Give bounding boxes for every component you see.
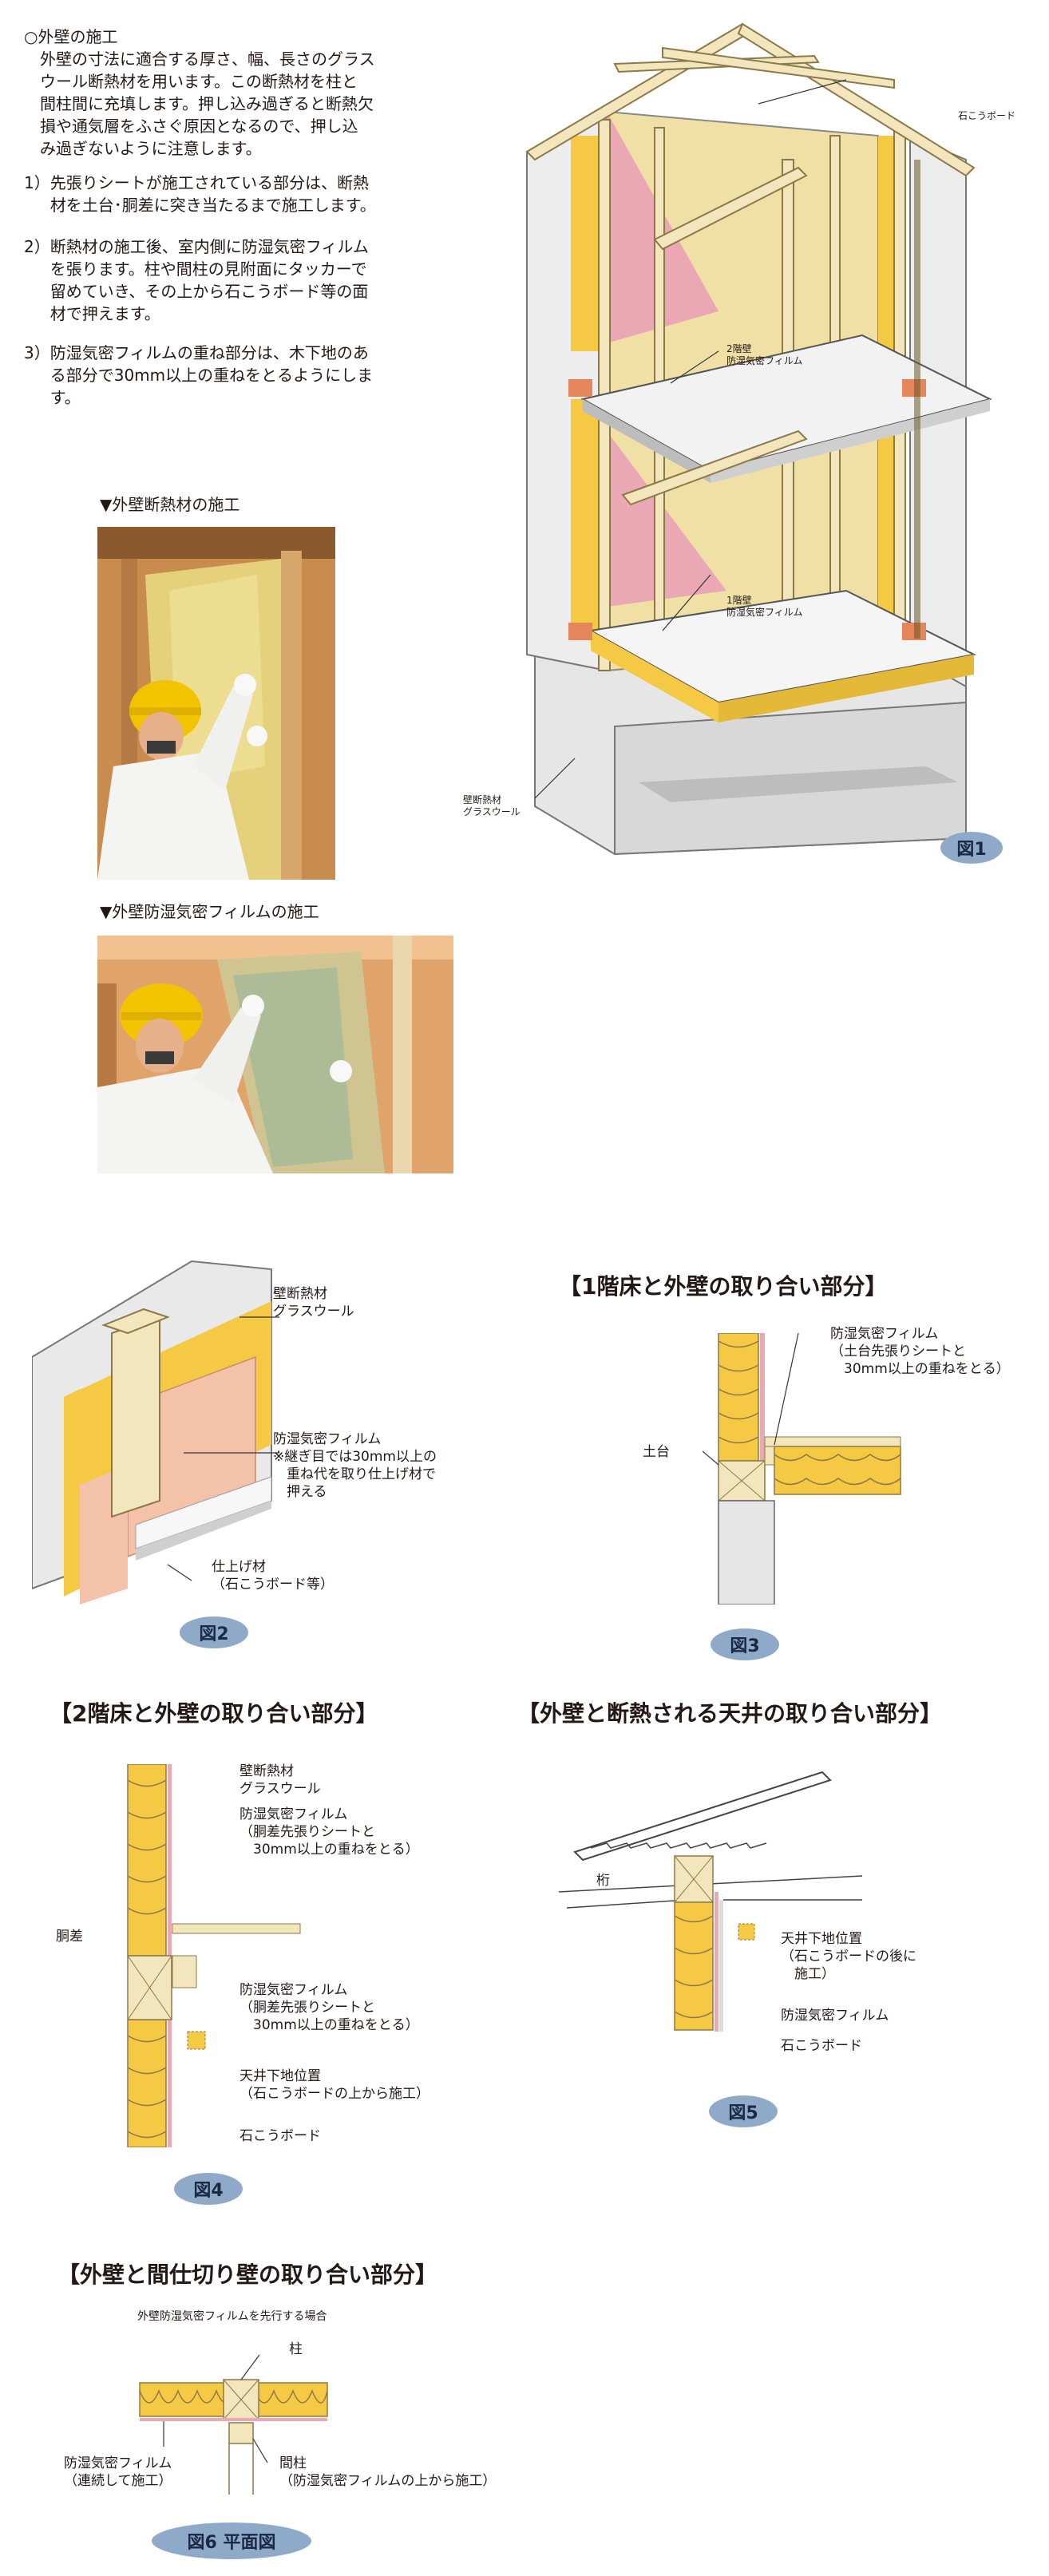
fig4-badge: 図4	[174, 2173, 243, 2205]
label-line: 防湿気密フィルム	[830, 1326, 939, 1342]
fig1-label-1f-film: 1階壁 防湿気密フィルム	[726, 595, 803, 619]
fig1-label-board: 石こうボード	[958, 110, 1016, 121]
fig6-subtitle: 外壁防湿気密フィルムを先行する場合	[137, 2310, 327, 2323]
figure-2-wall-detail	[32, 1260, 279, 1605]
intro-line: 間柱間に充填します。押し込み過ぎると断熱欠	[24, 94, 374, 113]
fig5-label-keta: 桁	[596, 1873, 610, 1889]
fig4-label-film-lower: 防湿気密フィルム （胴差先張りシートと 30mm以上の重ねをとる）	[239, 1981, 419, 2034]
fig6-label-post: 柱	[289, 2341, 303, 2357]
fig6-label-stud: 間柱 （防湿気密フィルムの上から施工）	[279, 2455, 496, 2490]
fig3-label-sill: 土台	[643, 1444, 670, 1460]
label-line: 間柱	[279, 2455, 307, 2471]
label-line: 防湿気密フィルム	[239, 1806, 348, 1822]
label-line: （連続して施工）	[64, 2473, 172, 2489]
fig5-label-board: 石こうボード	[781, 2038, 862, 2054]
label-line: 天井下地位置	[781, 1931, 862, 1947]
label-line: 壁断熱材	[239, 1763, 294, 1779]
fig3-label-film: 防湿気密フィルム （土台先張りシートと 30mm以上の重ねをとる）	[830, 1325, 1010, 1378]
item-line: 材を土台･胴差に突き当たるまで施工します。	[24, 196, 376, 215]
label-line: （石こうボード等）	[212, 1577, 334, 1593]
label-line: 30mm以上の重ねをとる）	[239, 2017, 419, 2033]
fig4-label-dosashi: 胴差	[56, 1929, 83, 1945]
fig6-label-film: 防湿気密フィルム （連続して施工）	[64, 2455, 172, 2490]
item-line: る部分で30mm以上の重ねをとるようにしま	[24, 366, 374, 385]
label-line: （土台先張りシートと	[830, 1343, 966, 1359]
label-line: 防湿気密フィルム	[726, 607, 803, 618]
fig4-label-insulation: 壁断熱材 グラスウール	[239, 1763, 321, 1798]
figure-3-floor-wall-junction	[703, 1333, 901, 1605]
item-line: を張ります。柱や間柱の見附面にタッカーで	[24, 259, 367, 279]
label-line: グラスウール	[239, 1781, 321, 1797]
figure-1-house-isometric	[525, 22, 992, 856]
label-line: （石こうボードの後に	[781, 1949, 916, 1965]
intro-line: 損や通気層をふさぐ原因となるので、押し込	[24, 117, 358, 136]
intro-line: み過ぎないように注意します。	[24, 139, 262, 158]
item-line: 留めていき、その上から石こうボード等の面	[24, 282, 369, 301]
label-line: 防湿気密フィルム	[726, 355, 803, 366]
label-line: 壁断熱材	[463, 794, 502, 805]
figure-6-plan-view	[139, 2354, 328, 2495]
label-line: 防湿気密フィルム	[239, 1982, 348, 1998]
fig6-badge: 図6 平面図	[152, 2523, 311, 2559]
fig4-title: 【2階床と外壁の取り合い部分】	[49, 1700, 378, 1727]
fig4-label-board: 石こうボード	[239, 2128, 321, 2144]
label-line: 施工）	[781, 1966, 835, 1982]
fig5-label-ceiling: 天井下地位置 （石こうボードの後に 施工）	[781, 1930, 916, 1983]
label-line: グラスウール	[273, 1304, 354, 1320]
fig2-label-insulation: 壁断熱材 グラスウール	[273, 1285, 354, 1320]
label-line: 30mm以上の重ねをとる）	[239, 1842, 419, 1858]
fig3-badge: 図3	[711, 1628, 779, 1660]
intro-item-1: 1）先張りシートが施工されている部分は、断熱 材を土台･胴差に突き当たるまで施工…	[24, 172, 376, 216]
fig2-label-film: 防湿気密フィルム ※継ぎ目では30mm以上の 重ね代を取り仕上げ材で 押える	[273, 1430, 437, 1501]
intro-line: 外壁の寸法に適合する厚さ、幅、長さのグラス	[24, 49, 375, 69]
fig4-label-ceiling: 天井下地位置 （石こうボードの上から施工）	[239, 2068, 429, 2103]
item-line: 1）先張りシートが施工されている部分は、断熱	[24, 173, 370, 192]
label-line: （石こうボードの上から施工）	[239, 2086, 429, 2102]
fig3-title: 【1階床と外壁の取り合い部分】	[559, 1273, 888, 1300]
label-line: （防湿気密フィルムの上から施工）	[279, 2473, 497, 2489]
label-line: 1階壁	[726, 595, 752, 606]
photo-insulation-install	[97, 527, 335, 880]
item-line: す。	[24, 388, 81, 407]
label-line: （胴差先張りシートと	[239, 1824, 375, 1840]
label-line: 天井下地位置	[239, 2068, 321, 2084]
label-line: 壁断熱材	[273, 1286, 327, 1302]
label-line: （胴差先張りシートと	[239, 2000, 375, 2016]
fig5-badge: 図5	[709, 2095, 778, 2127]
fig6-title: 【外壁と間仕切り壁の取り合い部分】	[57, 2261, 438, 2288]
item-line: 2）断熱材の施工後、室内側に防湿気密フィルム	[24, 237, 369, 256]
fig1-badge: 図1	[940, 832, 1003, 864]
label-line: 30mm以上の重ねをとる）	[830, 1361, 1010, 1377]
figure-4-second-floor-junction	[127, 1764, 301, 2147]
photo-1-caption: ▼外壁断熱材の施工	[100, 495, 240, 514]
item-line: 材で押えます。	[24, 304, 160, 323]
fig4-label-film-upper: 防湿気密フィルム （胴差先張りシートと 30mm以上の重ねをとる）	[239, 1806, 419, 1858]
fig2-label-finish: 仕上げ材 （石こうボード等）	[212, 1558, 334, 1593]
intro-item-3: 3）防湿気密フィルムの重ね部分は、木下地のあ る部分で30mm以上の重ねをとるよ…	[24, 342, 373, 409]
figure-5-ceiling-junction	[559, 1771, 862, 2032]
fig1-label-wall-insulation: 壁断熱材 グラスウール	[463, 794, 521, 818]
photo-film-install	[97, 936, 453, 1173]
label-line: 防湿気密フィルム	[273, 1431, 382, 1447]
label-line: グラスウール	[463, 806, 521, 817]
intro-item-2: 2）断熱材の施工後、室内側に防湿気密フィルム を張ります。柱や間柱の見附面にタッ…	[24, 235, 369, 325]
intro-paragraph: 外壁の寸法に適合する厚さ、幅、長さのグラス ウール断熱材を用います。この断熱材を…	[24, 48, 375, 160]
item-line: 3）防湿気密フィルムの重ね部分は、木下地のあ	[24, 343, 369, 362]
label-line: 仕上げ材	[212, 1559, 266, 1575]
label-line: ※継ぎ目では30mm以上の	[273, 1449, 437, 1465]
fig5-label-film: 防湿気密フィルム	[781, 2008, 889, 2024]
photo-2-caption: ▼外壁防湿気密フィルムの施工	[100, 902, 319, 921]
intro-line: ウール断熱材を用います。この断熱材を柱と	[24, 72, 358, 91]
label-line: 2階壁	[726, 343, 752, 354]
label-line: 重ね代を取り仕上げ材で	[273, 1466, 436, 1482]
label-line: 押える	[273, 1484, 327, 1500]
fig1-label-2f-film: 2階壁 防湿気密フィルム	[726, 343, 803, 367]
fig5-title: 【外壁と断熱される天井の取り合い部分】	[517, 1700, 943, 1727]
intro-heading: ○外壁の施工	[24, 27, 118, 46]
fig2-badge: 図2	[180, 1616, 248, 1648]
label-line: 防湿気密フィルム	[64, 2455, 172, 2471]
